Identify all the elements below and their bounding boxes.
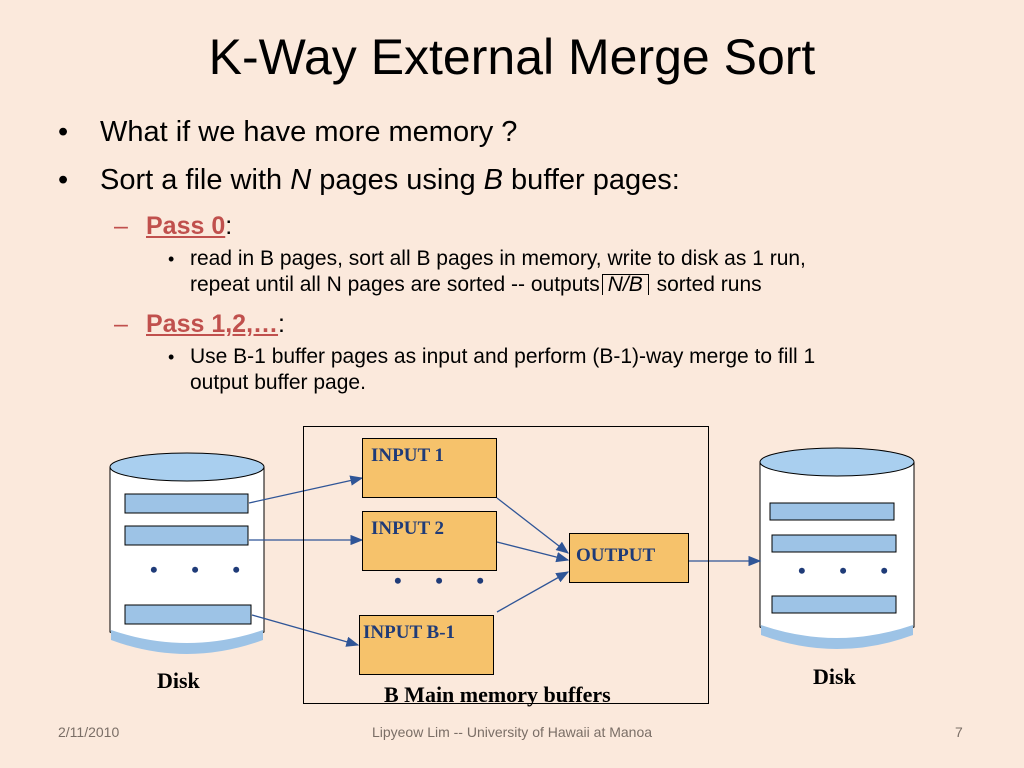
footer-date: 2/11/2010 [58,724,120,740]
input2-buffer: INPUT 2 [362,511,497,571]
pass0-detail: • read in B pages, sort all B pages in m… [56,246,996,298]
ceiling-value: N/B [607,273,643,296]
left-disk-icon [109,452,265,654]
arrow-input1-to-output [496,497,570,554]
slide-title: K-Way External Merge Sort [208,29,816,85]
arrow-inputb1-to-output [496,571,570,613]
bullet-text-post: buffer pages: [503,164,680,196]
footer-author: Lipyeow Lim -- University of Hawaii at M… [371,724,653,740]
footer-page-number: 7 [955,724,963,740]
bullet-dot-icon: • [168,347,175,367]
colon: : [225,212,233,240]
right-disk-label: Disk [813,664,856,689]
main-memory-frame [303,426,709,704]
memory-caption: B Main memory buffers [384,682,611,707]
right-disk-page [769,502,895,521]
memory-ellipsis: • • • [394,568,499,593]
left-disk-label: Disk [157,668,200,693]
left-disk-ellipsis: • • • [150,557,255,582]
input1-buffer: INPUT 1 [362,438,497,498]
ceiling-expression: N/B [601,273,649,296]
dash-icon: – [114,310,128,338]
bullet-more-memory: • What if we have more memory ? [56,112,996,160]
sub-bullet-pass0: – Pass 0: [56,208,996,246]
bullet-text: What if we have more memory ? [100,116,518,148]
pass0-detail-line2: repeat until all N pages are sorted -- o… [190,273,600,296]
bullet-list: • What if we have more memory ? • Sort a… [56,112,996,404]
left-disk-page [124,604,252,625]
bullet-dot-icon: • [58,164,69,196]
colon: : [278,310,285,338]
pass0-detail-line3: sorted runs [650,273,762,296]
bullet-sort-file: • Sort a file with N pages using B buffe… [56,160,996,208]
pass0-detail-line1: read in B pages, sort all B pages in mem… [190,247,806,270]
bullet-text-mid: pages using [311,164,484,196]
output-buffer: OUTPUT [569,533,689,583]
left-disk-page [124,525,249,546]
var-n: N [290,164,312,196]
right-disk-page [771,595,897,614]
bullet-dot-icon: • [58,116,69,148]
left-disk-page [124,493,249,514]
bullet-dot-icon: • [168,249,175,269]
var-b: B [483,164,503,196]
pass0-label: Pass 0 [146,212,226,240]
bullet-text-pre: Sort a file with [100,164,291,196]
right-disk-ellipsis: • • • [798,558,903,583]
arrow-disk-to-input1 [248,475,364,504]
pass12-label: Pass 1,2,… [146,310,279,338]
arrow-disk-to-inputb1 [251,614,360,647]
right-disk-page [771,534,897,553]
dash-icon: – [114,212,128,240]
inputb1-buffer: INPUT B-1 [359,615,494,675]
arrow-input2-to-output [496,541,570,563]
pass12-detail: • Use B-1 buffer pages as input and perf… [56,344,996,396]
pass12-detail-line2: output buffer page. [190,371,366,394]
sub-bullet-pass12: – Pass 1,2,…: [56,306,996,344]
right-disk-icon [759,447,915,649]
pass12-detail-line1: Use B-1 buffer pages as input and perfor… [190,345,816,368]
